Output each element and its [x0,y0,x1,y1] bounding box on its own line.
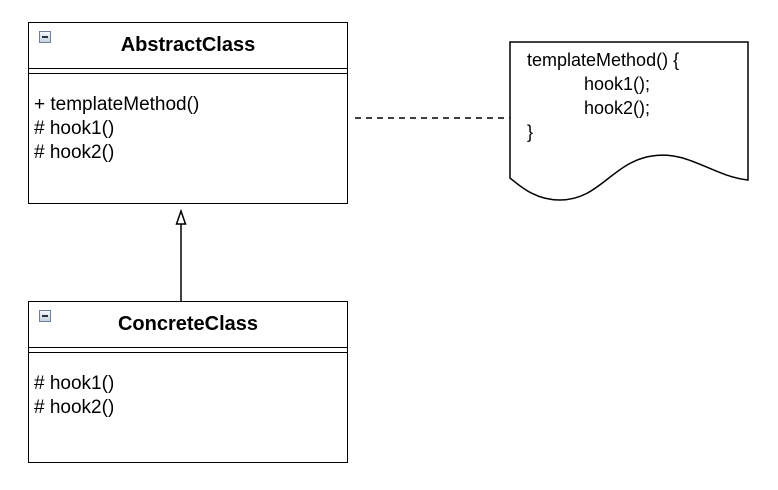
note-shape [509,41,749,201]
abstract-class-box[interactable]: AbstractClass + templateMethod() # hook1… [28,22,348,204]
concrete-class-box[interactable]: ConcreteClass # hook1() # hook2() [28,301,348,463]
operation-hook2: # hook2() [34,142,115,163]
abstract-class-header: AbstractClass [29,23,347,68]
concrete-class-attribute-compartment [29,347,347,353]
operation-hook1: # hook1() [34,118,115,139]
note-line-hook2: hook2(); [584,98,651,118]
operation-hook1: # hook1() [34,373,115,394]
abstract-class-name: AbstractClass [120,34,256,56]
generalization-arrowhead [175,208,187,225]
note-content: templateMethod() { hook1(); hook2(); } [527,48,679,144]
note-line-method-open: templateMethod() { [527,50,680,70]
abstract-class-operations: + templateMethod() # hook1() # hook2() [29,74,347,165]
operation-hook2: # hook2() [34,397,115,418]
operation-template-method: + templateMethod() [34,94,200,115]
abstract-class-attribute-compartment [29,68,347,74]
concrete-class-header: ConcreteClass [29,302,347,347]
concrete-class-operations: # hook1() # hook2() [29,353,347,420]
collapse-minus-icon[interactable] [39,31,51,43]
note-line-hook1: hook1(); [584,74,651,94]
concrete-class-name: ConcreteClass [117,313,259,335]
collapse-minus-icon[interactable] [39,310,51,322]
note-line-close: } [527,122,534,142]
